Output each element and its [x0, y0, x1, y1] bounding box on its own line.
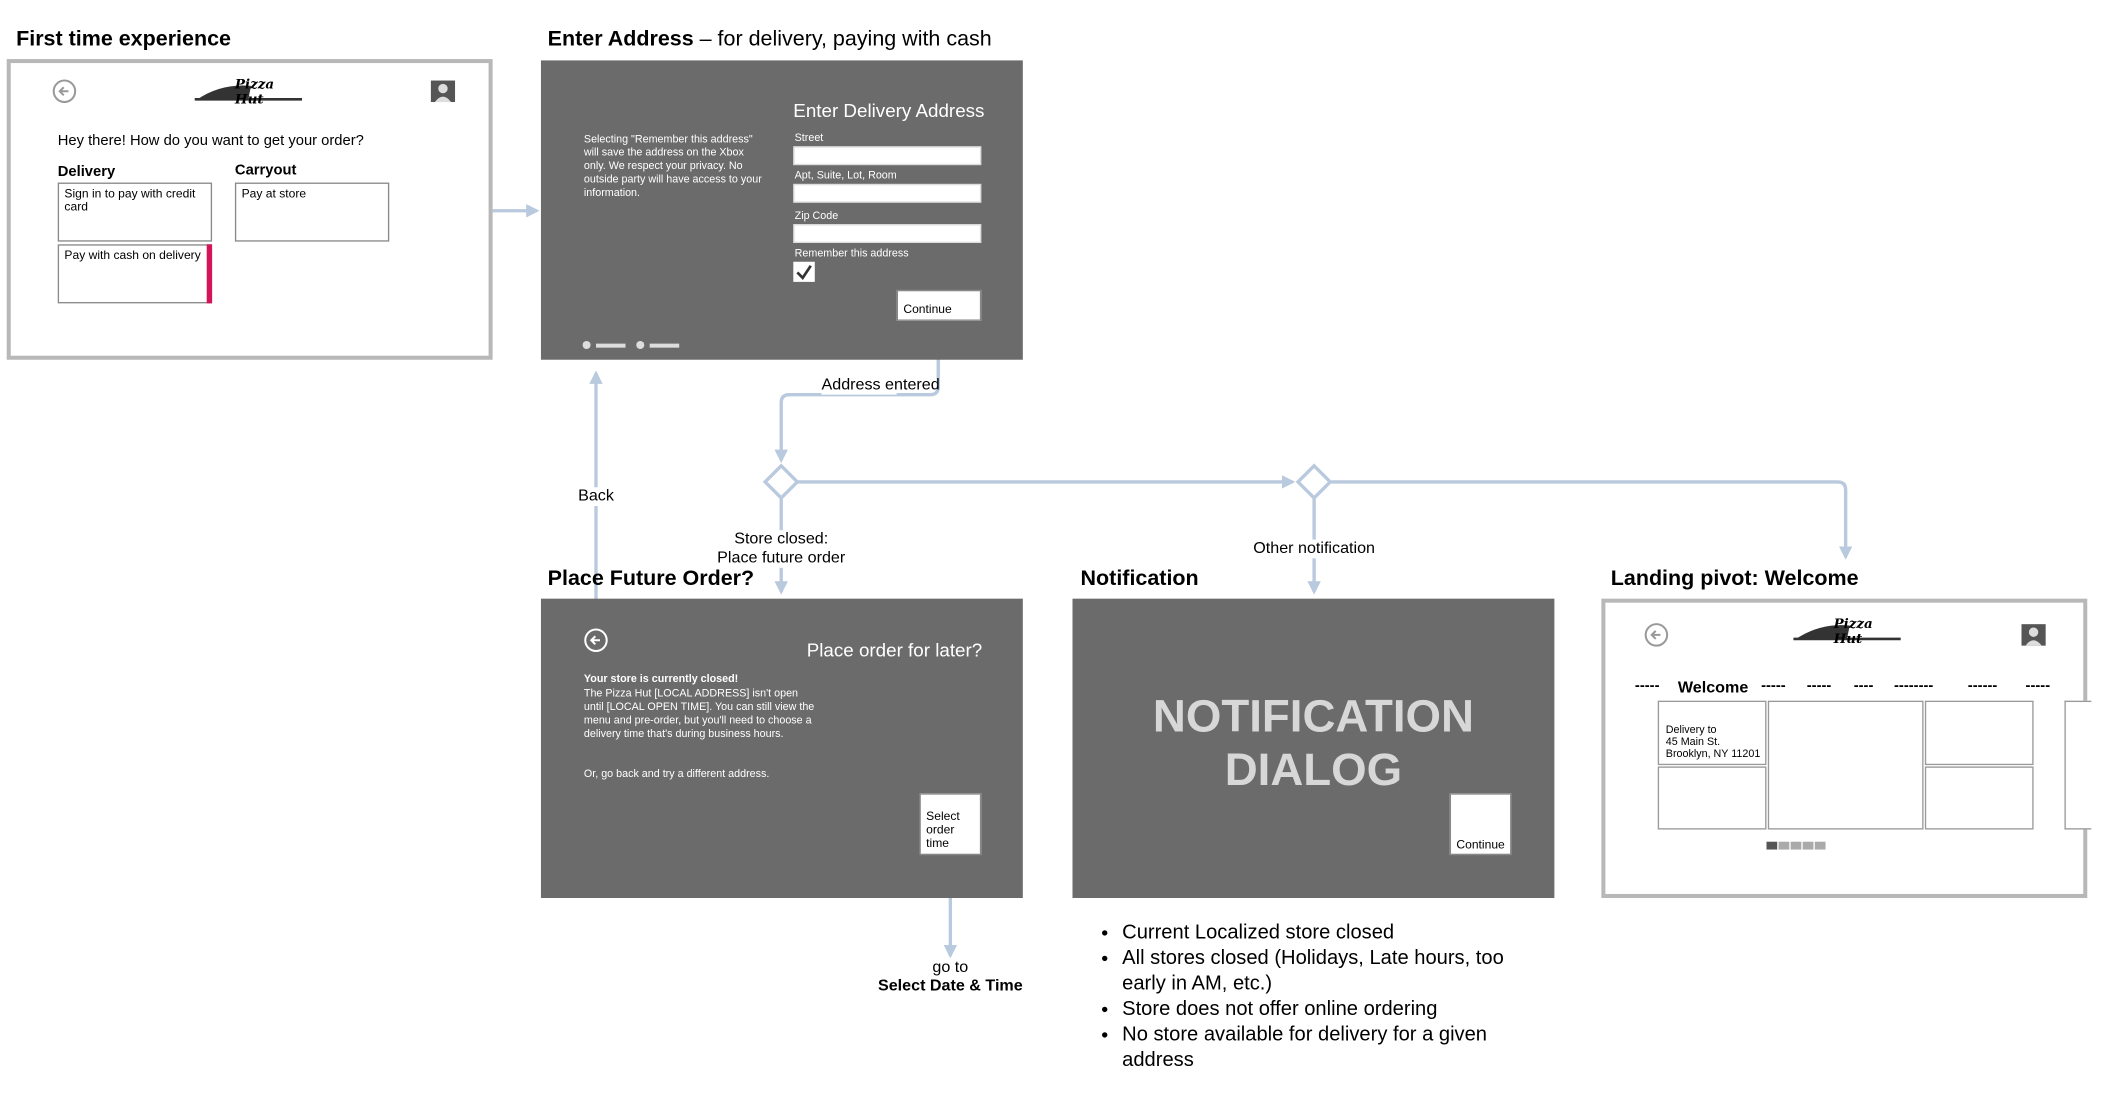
landing-tile[interactable] — [1657, 766, 1767, 830]
pivot-item[interactable]: ----- — [2025, 677, 2051, 694]
notification-line-1: NOTIFICATION — [1152, 691, 1474, 743]
title-first-time: First time experience — [16, 28, 231, 52]
address-line-2: Brooklyn, NY 11201 — [1665, 747, 1761, 760]
title-notification: Notification — [1080, 567, 1199, 591]
notification-line-2: DIALOG — [1224, 744, 1403, 796]
zip-input[interactable] — [793, 224, 982, 243]
landing-page-indicator — [1766, 832, 1826, 856]
pivot-item[interactable]: ----- — [1634, 677, 1660, 694]
title-enter-address-main: Enter Address — [547, 28, 694, 52]
delivery-address-tile[interactable]: Delivery to 45 Main St. Brooklyn, NY 112… — [1657, 700, 1767, 766]
street-input[interactable] — [793, 146, 982, 166]
label-go-to-text: go to — [932, 957, 969, 976]
back-icon[interactable] — [51, 78, 78, 105]
pivot-item[interactable]: ----- — [1806, 677, 1832, 694]
title-landing: Landing pivot: Welcome — [1610, 567, 1859, 591]
logo-text: Pizza Hut — [1833, 617, 1873, 647]
address-screen: Selecting "Remember this address" will s… — [540, 60, 1023, 360]
pivot-item[interactable]: ------ — [1967, 677, 1998, 694]
store-closed-body: The Pizza Hut [LOCAL ADDRESS] isn't open… — [583, 687, 815, 740]
remember-checkbox[interactable] — [793, 261, 815, 282]
label-store-closed: Store closed: Place future order — [714, 528, 849, 568]
label-other-notification: Other notification — [1246, 539, 1382, 559]
connector-continue-to-decision — [774, 322, 940, 464]
street-label: Street — [794, 131, 824, 144]
select-order-time-button[interactable]: Select order time — [919, 793, 982, 856]
landing-tile[interactable] — [1767, 700, 1924, 830]
address-heading: Enter Delivery Address — [793, 99, 985, 121]
future-heading: Place order for later? — [806, 638, 983, 661]
order-question: Hey there! How do you want to get your o… — [57, 132, 364, 149]
first-time-screen: Pizza Hut Hey there! How do you want to … — [6, 59, 493, 360]
page-indicator — [582, 333, 684, 357]
pizza-hut-logo: Pizza Hut — [1793, 617, 1903, 647]
future-order-screen: Place order for later? Your store is cur… — [540, 598, 1023, 898]
remember-label: Remember this address — [794, 246, 909, 260]
address-line-1: 45 Main St. — [1665, 735, 1721, 748]
back-icon[interactable] — [583, 627, 610, 654]
notification-dialog-text: NOTIFICATION DIALOG — [1072, 690, 1554, 797]
delivery-label: Delivery — [57, 163, 116, 180]
label-back: Back — [571, 486, 621, 506]
continue-button[interactable]: Continue — [896, 289, 982, 321]
profile-avatar-icon[interactable] — [2021, 624, 2046, 646]
notification-case: Store does not offer online ordering — [1122, 996, 1538, 1022]
pivot-item[interactable]: ----- — [1761, 677, 1786, 694]
title-future-order: Place Future Order? — [547, 567, 755, 591]
apt-label: Apt, Suite, Lot, Room — [794, 169, 897, 182]
credit-card-option[interactable]: Sign in to pay with credit card — [57, 182, 213, 242]
delivery-to-label: Delivery to — [1665, 723, 1717, 736]
notification-case: Current Localized store closed — [1122, 919, 1538, 945]
label-select-date-time: Select Date & Time — [877, 975, 1023, 995]
landing-tile[interactable] — [1924, 766, 2034, 830]
title-enter-address: Enter Address – for delivery, paying wit… — [548, 28, 992, 52]
selection-accent-bar — [206, 244, 213, 304]
label-address-entered: Address entered — [821, 374, 940, 395]
notification-screen: NOTIFICATION DIALOG Continue — [1072, 598, 1555, 898]
decision-diamond-1 — [762, 463, 800, 501]
title-enter-address-sub: – for delivery, paying with cash — [693, 28, 992, 52]
landing-tile-partial[interactable] — [2064, 700, 2092, 830]
cash-option-label: Pay with cash on delivery — [64, 248, 201, 262]
label-go-to: go to Select Date & Time — [870, 957, 1031, 995]
pizza-hut-logo: Pizza Hut — [194, 78, 305, 107]
store-closed-title: Your store is currently closed! — [583, 672, 739, 685]
label-store-closed-1: Store closed: — [734, 528, 829, 548]
privacy-note: Selecting "Remember this address" will s… — [583, 132, 762, 199]
back-icon[interactable] — [1643, 621, 1670, 648]
zip-label: Zip Code — [794, 209, 839, 222]
landing-tile[interactable] — [1924, 700, 2034, 766]
notification-case: No store available for delivery for a gi… — [1122, 1021, 1538, 1072]
label-store-closed-2: Place future order — [717, 547, 846, 567]
pivot-welcome[interactable]: Welcome — [1677, 677, 1749, 697]
pivot-item[interactable]: ---- — [1853, 677, 1874, 694]
connector-decision-to-landing — [1328, 480, 1853, 560]
profile-avatar-icon[interactable] — [430, 80, 456, 103]
pay-at-store-option[interactable]: Pay at store — [234, 182, 390, 242]
logo-text: Pizza Hut — [234, 77, 275, 108]
pivot-item[interactable]: -------- — [1893, 677, 1934, 694]
notification-case: All stores closed (Holidays, Late hours,… — [1122, 945, 1538, 996]
try-different-address: Or, go back and try a different address. — [583, 767, 770, 780]
checkmark-icon — [796, 265, 812, 280]
landing-screen: Pizza Hut ----- Welcome ----- ----- ----… — [1601, 598, 2092, 898]
apt-input[interactable] — [793, 183, 982, 203]
notification-cases-list: Current Localized store closed All store… — [1095, 919, 1538, 1072]
decision-diamond-2 — [1295, 463, 1333, 501]
carryout-label: Carryout — [234, 162, 297, 179]
cash-on-delivery-option[interactable]: Pay with cash on delivery — [57, 244, 213, 304]
notification-continue-button[interactable]: Continue — [1449, 793, 1512, 856]
